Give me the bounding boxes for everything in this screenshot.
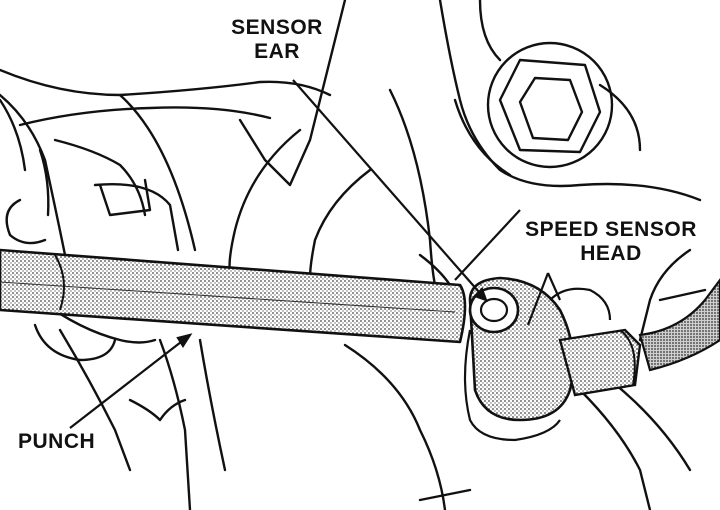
punch-highlight [0, 281, 456, 313]
housing-web-left [0, 93, 67, 257]
connector-ring [619, 329, 636, 386]
bolt-hex-face [518, 76, 584, 142]
bolt-washer [486, 41, 614, 169]
punch-handle-end [54, 254, 65, 311]
flange-edge [478, 0, 502, 62]
flange-inner [453, 98, 512, 177]
lower-housing-1 [58, 328, 132, 472]
label-speed-sensor-head: SPEED SENSOR HEAD [525, 218, 697, 265]
label-punch: PUNCH [18, 430, 96, 453]
lower-housing-7 [578, 388, 652, 510]
housing-rib-3 [93, 183, 180, 252]
leader-punch-arrow [176, 333, 193, 349]
harness-cover-edge [658, 288, 707, 302]
bolt-ridge [598, 83, 642, 152]
housing-web-curve [118, 93, 197, 252]
housing-outline-inner [18, 106, 272, 127]
housing-rib-1 [38, 148, 50, 217]
lower-housing-3 [198, 338, 227, 472]
leader-speed-sensor-head [526, 272, 550, 326]
sensor-collar [549, 287, 612, 321]
housing-curve-mid [228, 128, 302, 274]
housing-curve-mid4 [418, 253, 452, 287]
left-edge-curve [0, 98, 27, 172]
leader-sensor-ear-arrow [473, 287, 488, 302]
housing-slot [98, 178, 152, 217]
punch-tool [0, 248, 467, 344]
leader-extra [454, 209, 521, 281]
leader-punch [69, 334, 191, 429]
housing-rib-2 [53, 138, 147, 217]
flange-outline [438, 0, 702, 202]
label-sensor-ear: SENSOR EAR [231, 16, 323, 63]
speed-sensor-connector [558, 328, 642, 397]
housing-curve-mid2 [388, 88, 437, 287]
lower-housing-4 [128, 398, 187, 422]
sensor-flange-base [463, 329, 561, 442]
lower-housing-8 [608, 378, 692, 472]
left-bulge-low [33, 323, 117, 362]
leader-speed-sensor-head-2 [546, 272, 562, 301]
lower-housing-6 [343, 343, 447, 510]
housing-outline-top [0, 68, 332, 97]
sensor-wire-sheath [638, 278, 720, 372]
lower-housing-9 [418, 488, 472, 502]
lower-housing-2 [158, 338, 192, 510]
leader-sensor-ear [292, 79, 487, 301]
left-bulge [5, 198, 47, 245]
sensor-ear-hole [479, 297, 509, 323]
bolt-hex [498, 58, 602, 154]
housing-diag [238, 0, 347, 187]
housing-curve-mid3 [308, 168, 372, 280]
